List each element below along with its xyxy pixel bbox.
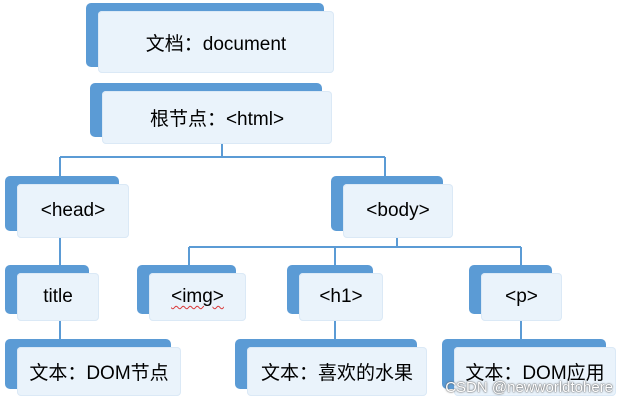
node-p: <p> [469, 265, 562, 321]
node-text-dom-app: 文本：DOM应用 [442, 339, 616, 396]
node-text-dom-node: 文本：DOM节点 [5, 339, 181, 396]
node-html: 根节点：<html> [90, 83, 332, 144]
node-document-label: 文档：document [145, 33, 287, 55]
node-text-dom-app-label: 文本：DOM应用 [465, 363, 605, 384]
node-p-label: <p> [505, 286, 538, 307]
node-document: 文档：document [86, 3, 334, 74]
node-head-label: <head> [40, 200, 106, 221]
node-text-fruit-label: 文本：喜欢的水果 [260, 363, 413, 384]
node-html-label: 根节点：<html> [149, 109, 285, 130]
node-title-label: title [43, 286, 73, 307]
node-text-fruit: 文本：喜欢的水果 [235, 339, 427, 396]
node-title: title [5, 265, 99, 321]
node-img-label: <img> [171, 286, 224, 307]
node-h1-label: <h1> [319, 286, 363, 307]
node-head: <head> [5, 176, 129, 238]
node-body: <body> [331, 176, 453, 238]
watermark: CSDN @newworldtohere [445, 379, 613, 396]
node-body-label: <body> [366, 200, 430, 221]
node-img: <img> [137, 265, 246, 321]
node-h1: <h1> [287, 265, 383, 321]
node-text-dom-node-label: 文本：DOM节点 [29, 363, 169, 384]
